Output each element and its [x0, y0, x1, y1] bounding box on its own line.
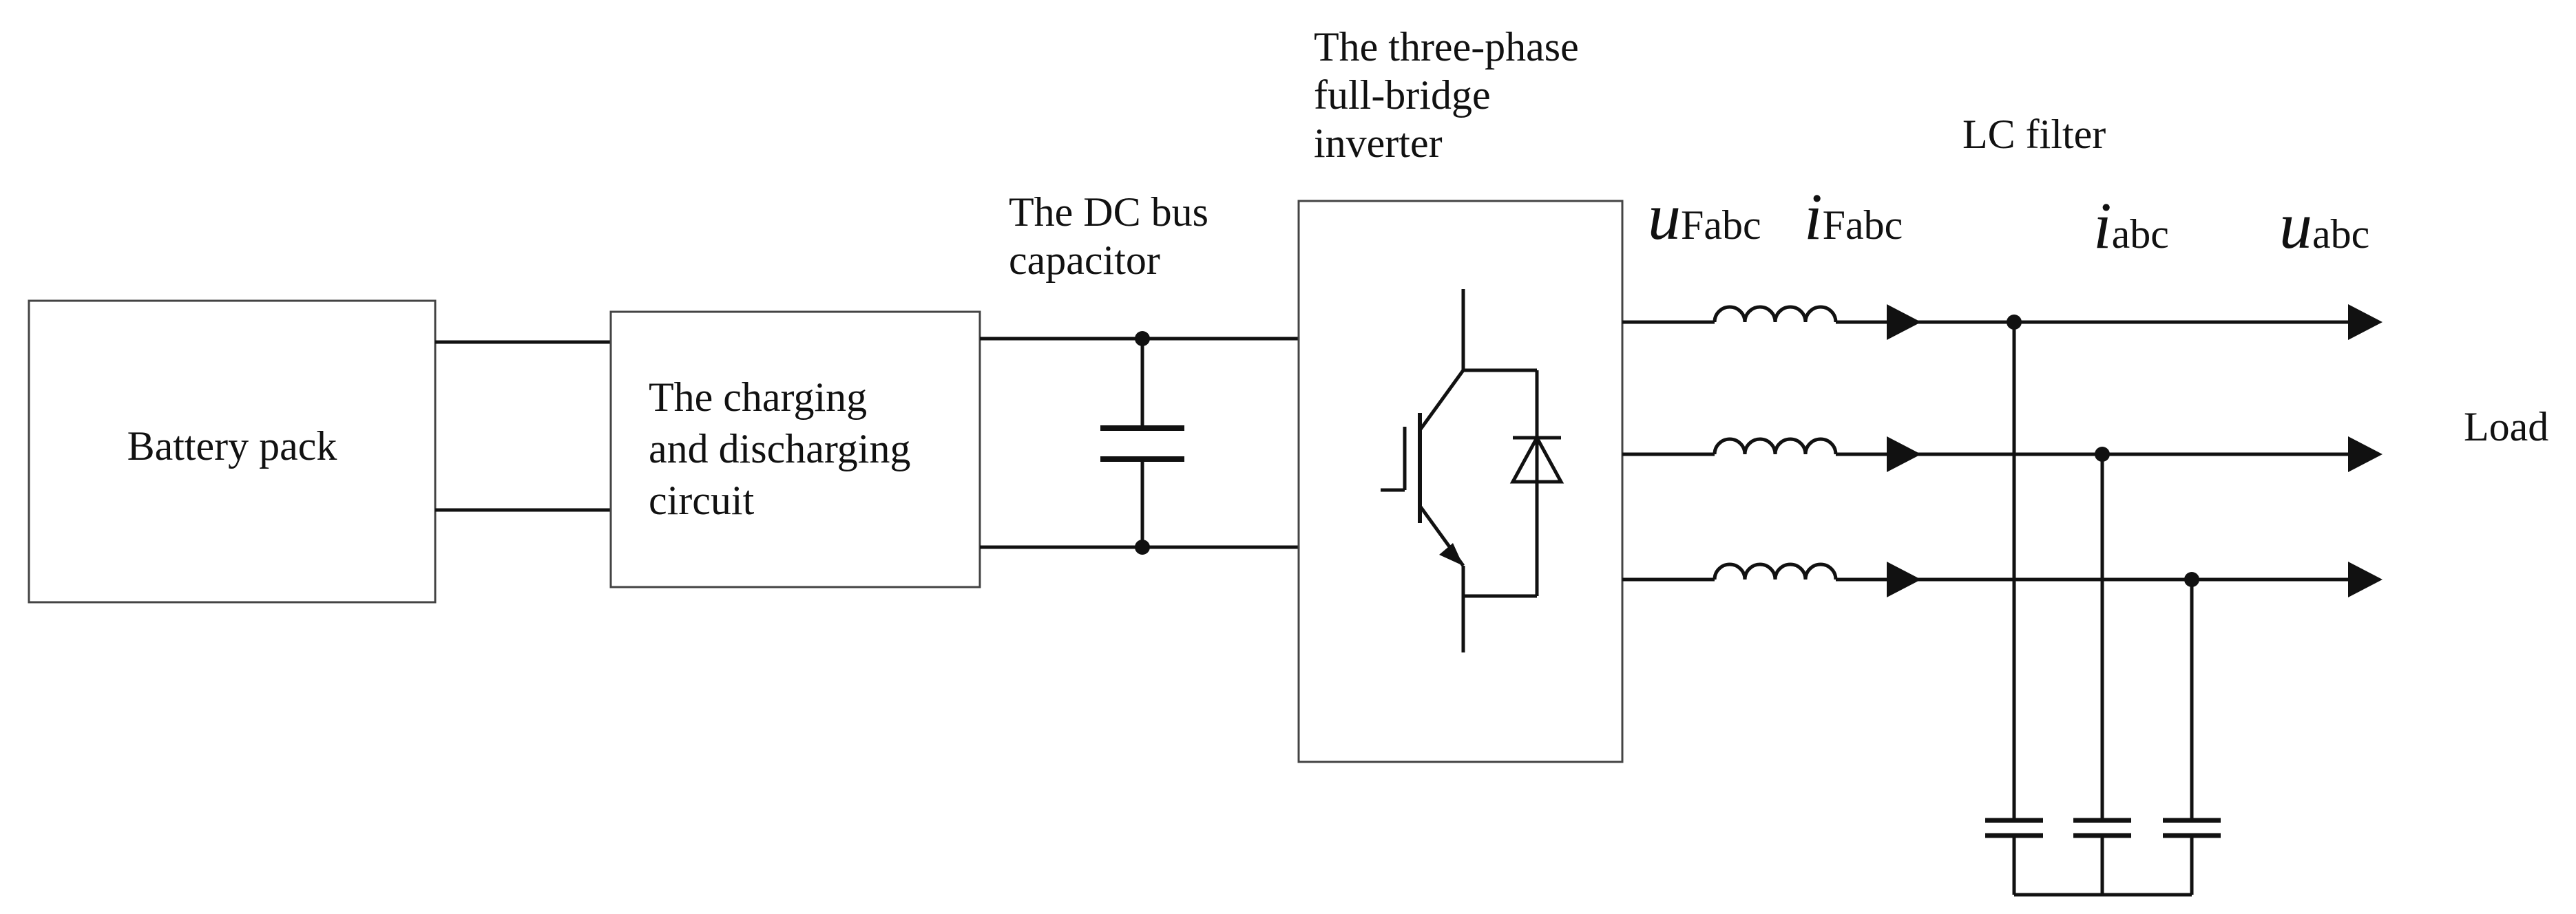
charging-circuit-box — [609, 310, 981, 588]
lc-filter-label: LC filter — [1962, 111, 2106, 157]
current-arrow-phase-c-icon — [1887, 562, 1921, 597]
current-arrow-phase-a-icon — [1887, 304, 1921, 340]
output-phase-b — [1622, 436, 2383, 472]
load-label: Load — [2464, 404, 2548, 449]
igbt-switch-icon — [1381, 289, 1564, 652]
dc-bus-node-top — [1135, 331, 1150, 346]
inverter-block: The three-phase full-bridge inverter — [1297, 24, 1624, 763]
i-fabc-label: iFabc — [1804, 180, 1903, 253]
output-phase-c — [1622, 562, 2383, 597]
output-phase-a — [1622, 304, 2383, 340]
inverter-label-line-3: inverter — [1314, 120, 1443, 166]
dc-bus-label-line-2: capacitor — [1009, 237, 1160, 283]
inductor-phase-c-icon — [1713, 562, 1838, 580]
dc-bus-node-bottom — [1135, 540, 1150, 555]
charging-circuit-block: The charging and discharging circuit — [609, 310, 981, 588]
current-arrow-phase-b-icon — [1887, 436, 1921, 472]
charging-circuit-label-line-2: and discharging — [649, 426, 910, 471]
inductor-phase-a-icon — [1713, 305, 1838, 323]
u-fabc-label: uFabc — [1648, 180, 1761, 253]
charging-circuit-label-line-3: circuit — [649, 478, 755, 523]
output-arrow-phase-b-icon — [2348, 436, 2383, 472]
u-abc-label: uabc — [2279, 189, 2369, 262]
output-arrow-phase-a-icon — [2348, 304, 2383, 340]
filter-capacitors — [1985, 322, 2221, 897]
inductor-phase-b-icon — [1713, 437, 1838, 455]
inverter-label-line-1: The three-phase — [1314, 24, 1579, 70]
inverter-box — [1297, 200, 1624, 763]
charging-circuit-label-line-1: The charging — [649, 374, 867, 420]
dc-bus-label-line-1: The DC bus — [1009, 189, 1208, 235]
battery-pack-label: Battery pack — [127, 423, 337, 469]
i-abc-label: iabc — [2093, 189, 2169, 262]
dc-bus-capacitor: The DC bus capacitor — [980, 189, 1299, 555]
battery-pack-block: Battery pack — [28, 299, 437, 604]
battery-pack-box — [28, 299, 437, 604]
output-arrow-phase-c-icon — [2348, 562, 2383, 597]
inverter-label-line-2: full-bridge — [1314, 72, 1491, 118]
battery-to-charger-wires — [435, 340, 611, 512]
